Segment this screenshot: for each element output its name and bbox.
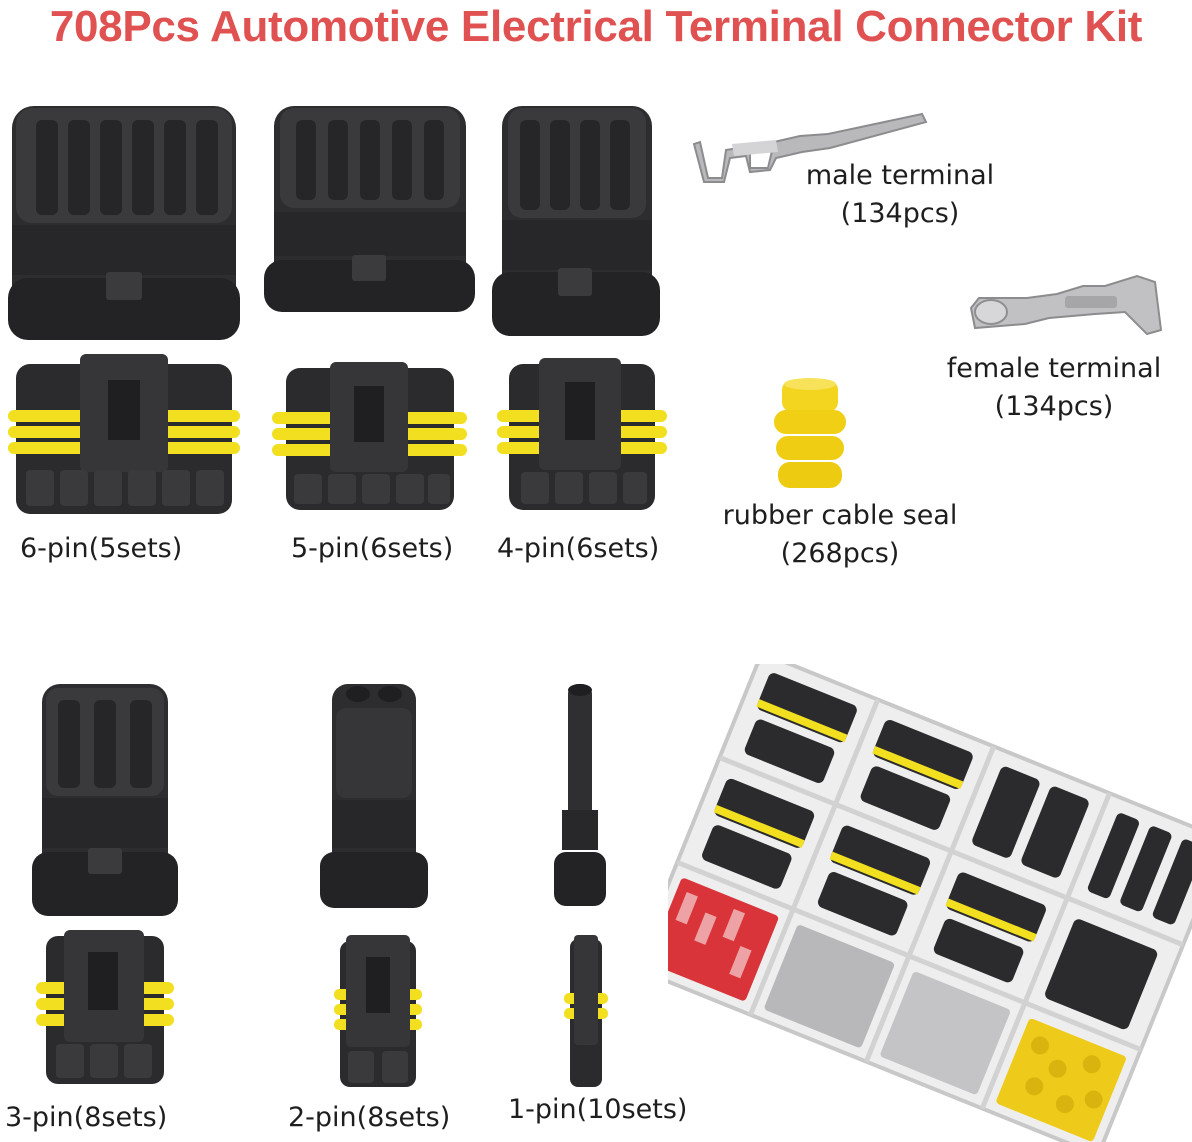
connector-label-2pin: 2-pin(8sets) — [288, 1102, 451, 1133]
connector-label-5pin: 5-pin(6sets) — [291, 533, 454, 564]
connector-label-6pin: 6-pin(5sets) — [20, 533, 183, 564]
3-pin-male-housing — [32, 684, 178, 916]
connector-label-1pin: 1-pin(10sets) — [508, 1094, 688, 1125]
3-pin-female-housing — [36, 930, 174, 1084]
female-terminal-icon — [969, 274, 1163, 336]
female-terminal-label: female terminal (134pcs) — [938, 350, 1170, 426]
6-pin-female-housing — [8, 354, 240, 514]
male-terminal-label: male terminal (134pcs) — [800, 157, 1000, 233]
male-terminal-icon — [692, 112, 928, 183]
storage-case-icon — [668, 664, 1192, 1142]
male-terminal-qty: (134pcs) — [840, 198, 960, 229]
rubber-seal-label: rubber cable seal (268pcs) — [712, 497, 968, 573]
connector-label-3pin: 3-pin(8sets) — [5, 1102, 168, 1133]
2-pin-female-housing — [334, 935, 422, 1087]
female-terminal-qty: (134pcs) — [994, 391, 1114, 422]
rubber-seal-qty: (268pcs) — [780, 538, 900, 569]
6-pin-male-housing — [8, 106, 240, 340]
male-terminal-name: male terminal — [805, 160, 995, 191]
female-terminal-name: female terminal — [946, 353, 1162, 384]
1-pin-female-housing — [564, 935, 608, 1087]
5-pin-female-housing — [272, 362, 467, 510]
1-pin-male-housing — [554, 684, 606, 906]
4-pin-female-housing — [497, 358, 667, 510]
rubber-seal-name: rubber cable seal — [722, 500, 958, 531]
connector-label-4pin: 4-pin(6sets) — [497, 533, 660, 564]
5-pin-male-housing — [264, 106, 475, 312]
product-title: 708Pcs Automotive Electrical Terminal Co… — [49, 2, 1143, 51]
rubber-seal-icon — [774, 378, 846, 488]
4-pin-male-housing — [492, 106, 660, 336]
2-pin-male-housing — [320, 684, 428, 908]
